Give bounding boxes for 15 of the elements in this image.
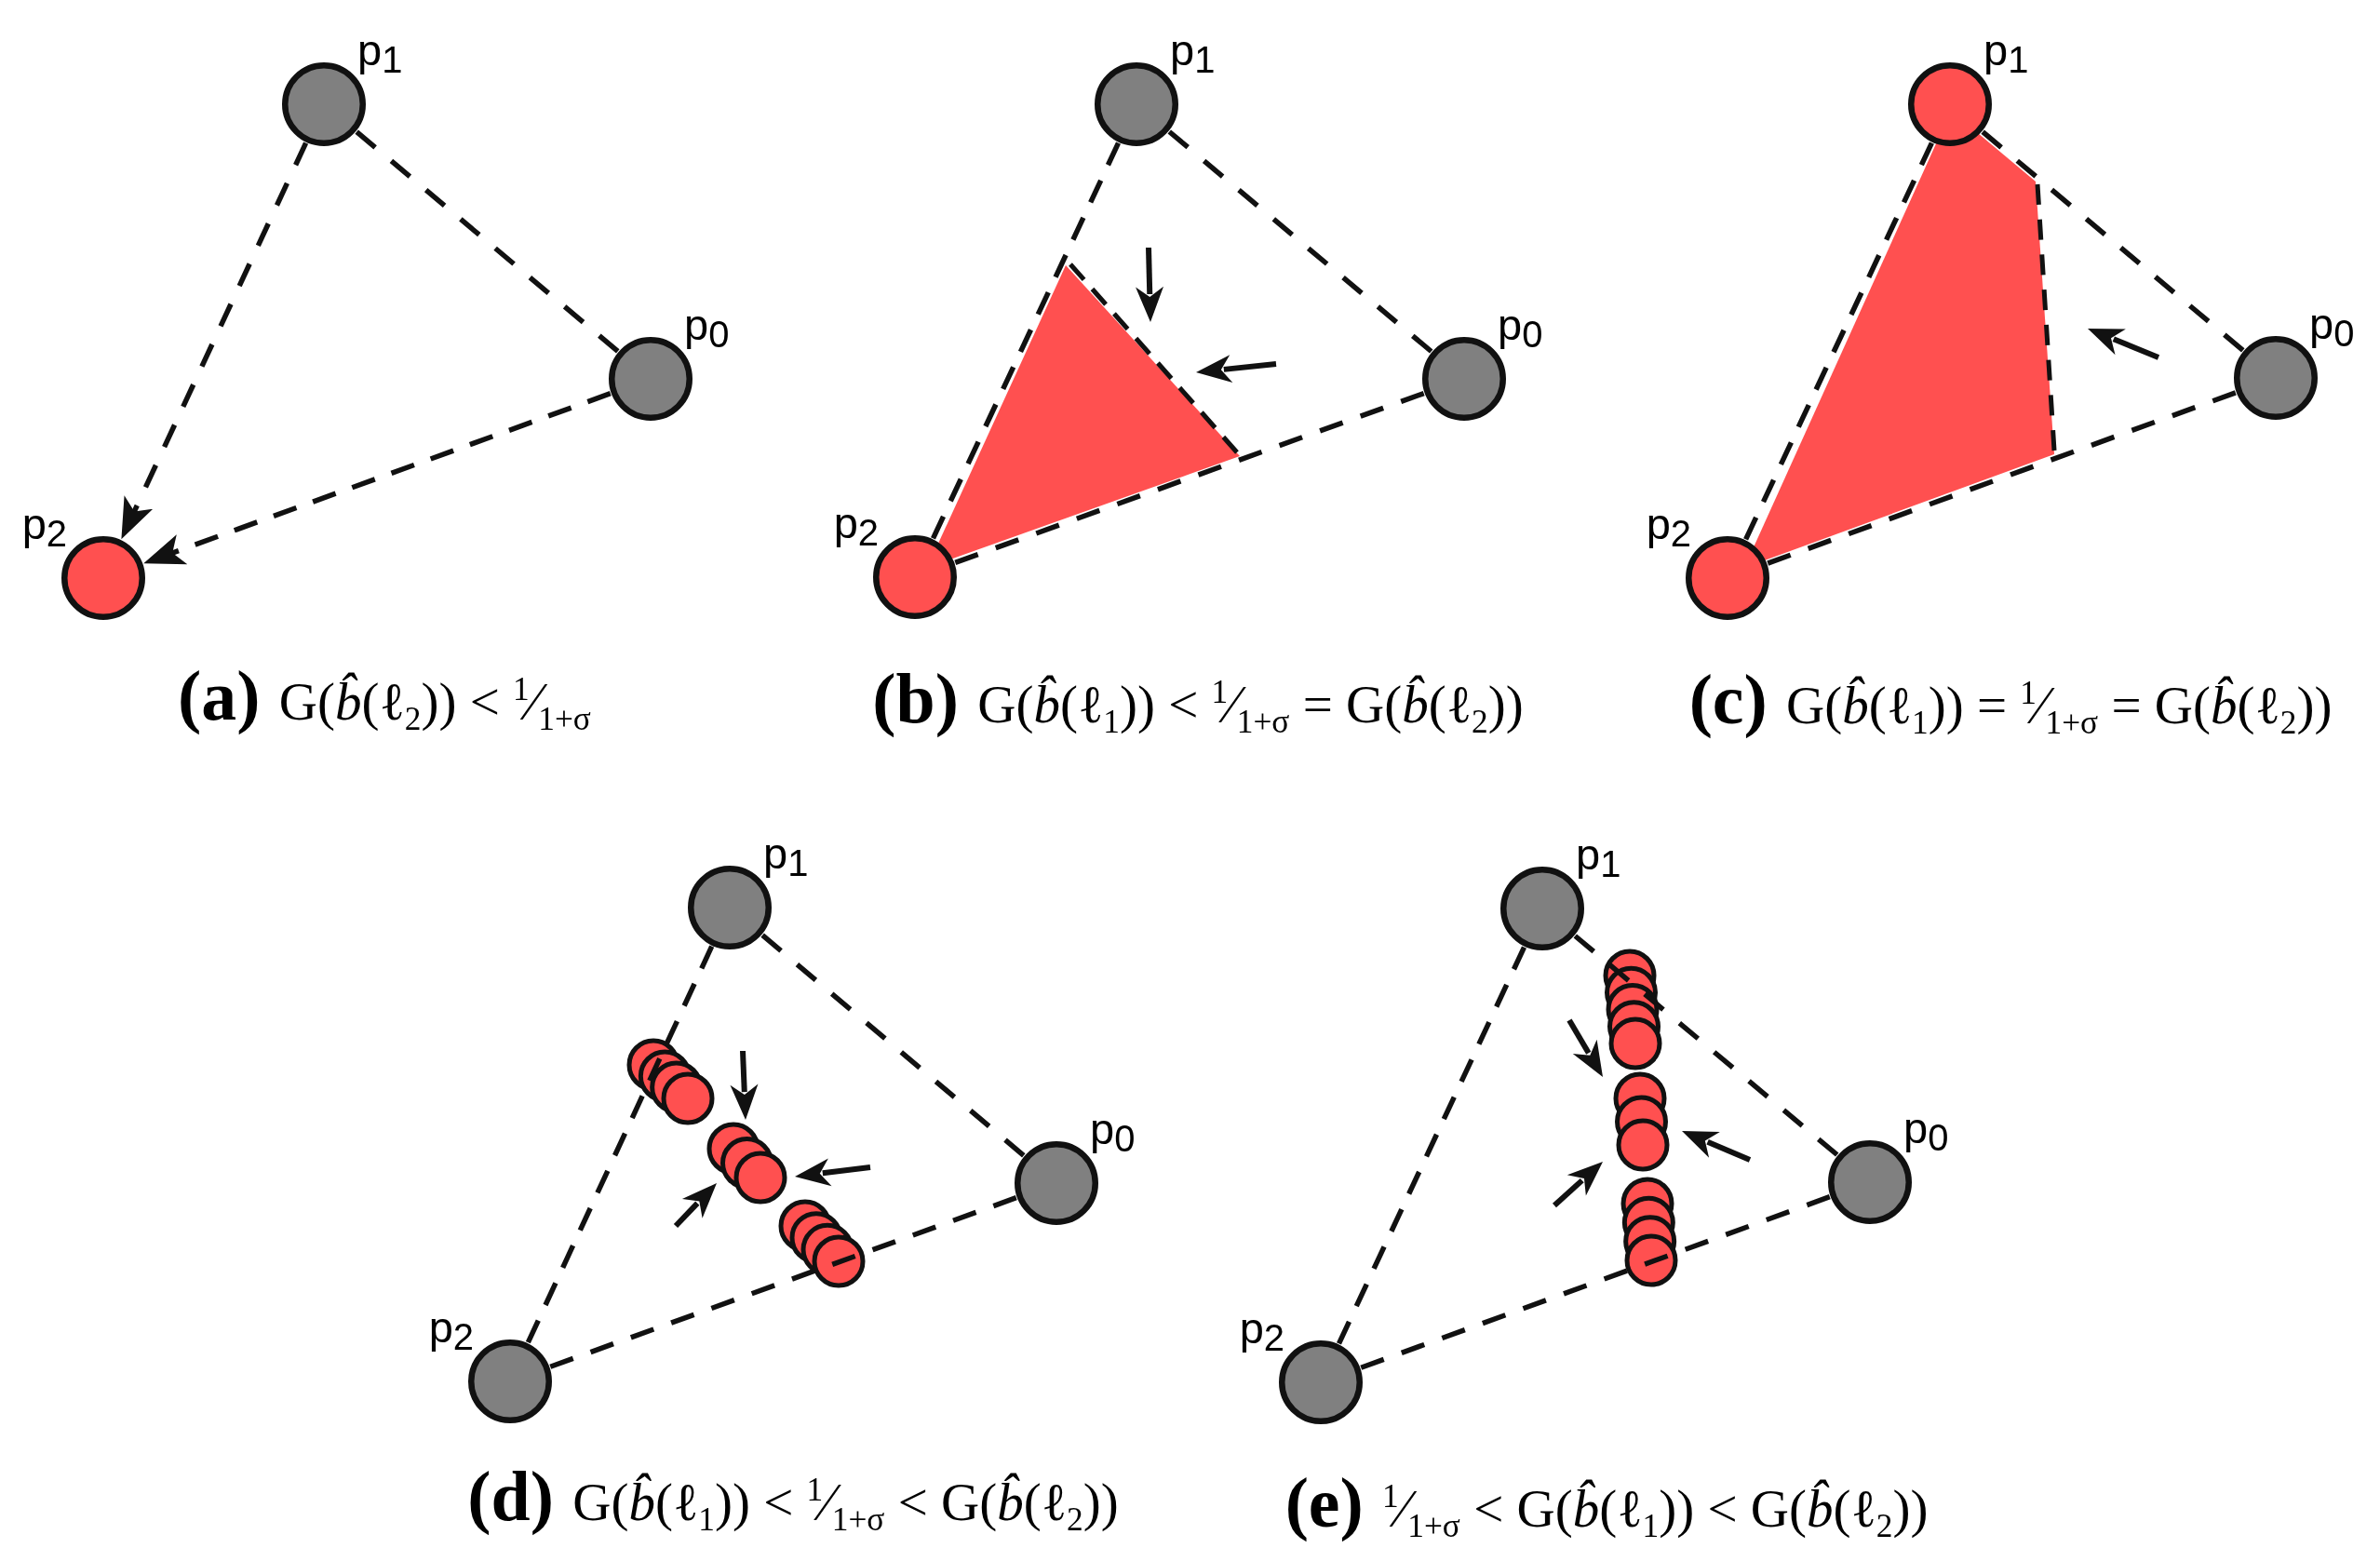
dashed-line bbox=[1360, 1194, 1831, 1370]
dashed-line bbox=[1337, 946, 1526, 1345]
dashed-line bbox=[549, 1195, 1017, 1369]
dashed-arrow bbox=[121, 141, 309, 540]
dashed-line bbox=[1767, 390, 2237, 566]
dashed-line bbox=[760, 933, 1026, 1158]
dashed-line bbox=[931, 141, 1121, 540]
dashed-line bbox=[1167, 129, 1433, 354]
dashed-line bbox=[1981, 129, 2245, 353]
dashed-line bbox=[525, 945, 715, 1344]
dashed-arrow bbox=[143, 391, 612, 565]
dashed-line bbox=[1743, 141, 1934, 541]
dashed-line bbox=[954, 391, 1425, 565]
dashed-line bbox=[1573, 934, 1839, 1157]
dashed-line bbox=[355, 129, 620, 354]
